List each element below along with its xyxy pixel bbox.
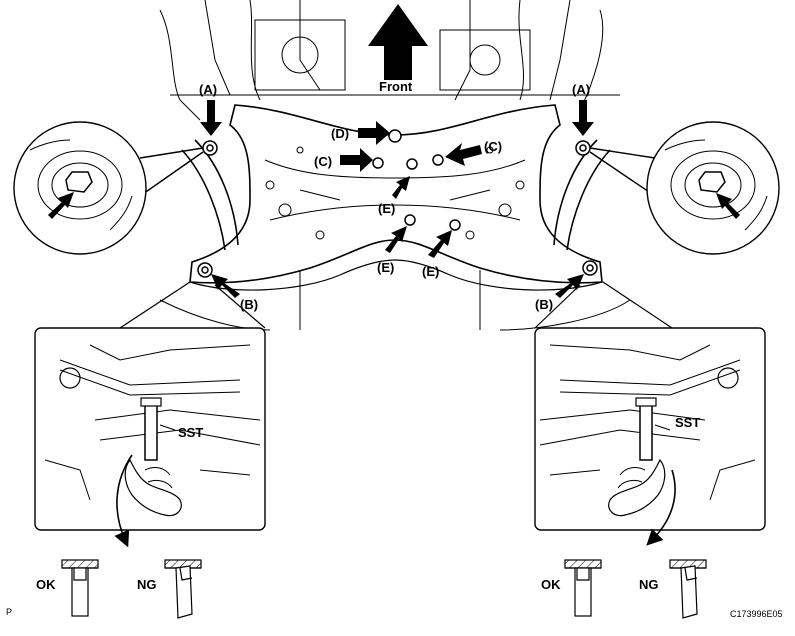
label-a-right: (A) [572,82,591,97]
page-letter: P [6,607,13,617]
ok-ng-right [564,559,707,619]
label-a-left: (A) [199,82,218,97]
label-e-bottom-right: (E) [422,264,440,279]
pointer-arrows [200,100,594,298]
ok-label-right: OK [541,577,561,592]
label-c-right: (C) [484,139,503,154]
sst-label-left: SST [178,425,204,440]
label-b-left: (B) [240,297,259,312]
right-detail-callout [589,121,780,255]
subframe-bolts [197,129,598,278]
label-d: (D) [331,126,350,141]
left-detail-callout [13,121,204,255]
engine-bay-sketch [159,0,631,331]
subframe [181,104,611,291]
right-inset [534,281,766,546]
ok-label-left: OK [36,577,56,592]
figure-code: C173996E05 [730,609,783,619]
left-inset [34,281,266,548]
ok-ng-left [61,559,202,619]
sst-label-right: SST [675,415,701,430]
ng-label-right: NG [639,577,659,592]
label-e-bottom-left: (E) [377,260,395,275]
label-e-top: (E) [378,201,396,216]
front-label: Front [379,79,413,94]
label-b-right: (B) [535,297,554,312]
label-c-left: (C) [314,154,333,169]
front-arrow [368,4,428,80]
ng-label-left: NG [137,577,157,592]
